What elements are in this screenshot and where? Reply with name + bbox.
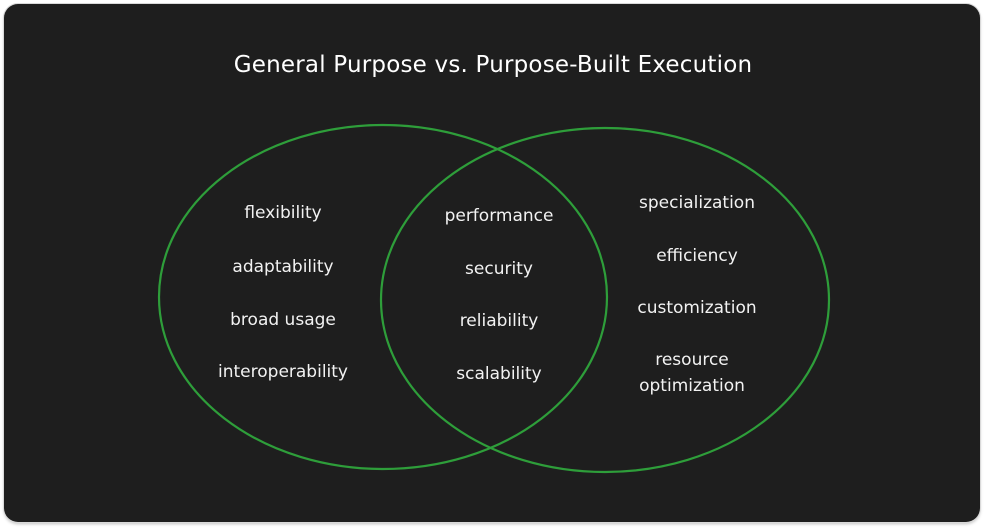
overlap-item-reliability: reliability [459, 311, 539, 331]
right-item-resource: resource [655, 350, 729, 370]
right-item-customization: customization [637, 298, 757, 318]
left-item-broad-usage: broad usage [230, 310, 336, 330]
left-item-interoperability: interoperability [218, 362, 348, 382]
diagram-title: General Purpose vs. Purpose-Built Execut… [233, 52, 753, 78]
overlap-item-performance: performance [444, 206, 554, 226]
right-circle [379, 126, 831, 474]
left-item-adaptability: adaptability [232, 257, 334, 277]
diagram-card [4, 4, 980, 522]
left-item-flexibility: flexibility [244, 203, 322, 223]
left-circle [157, 123, 609, 471]
right-item-optimization: optimization [639, 376, 745, 396]
overlap-item-scalability: scalability [456, 364, 542, 384]
overlap-item-security: security [465, 259, 533, 279]
right-item-specialization: specialization [639, 193, 755, 213]
right-item-efficiency: efficiency [656, 246, 738, 266]
